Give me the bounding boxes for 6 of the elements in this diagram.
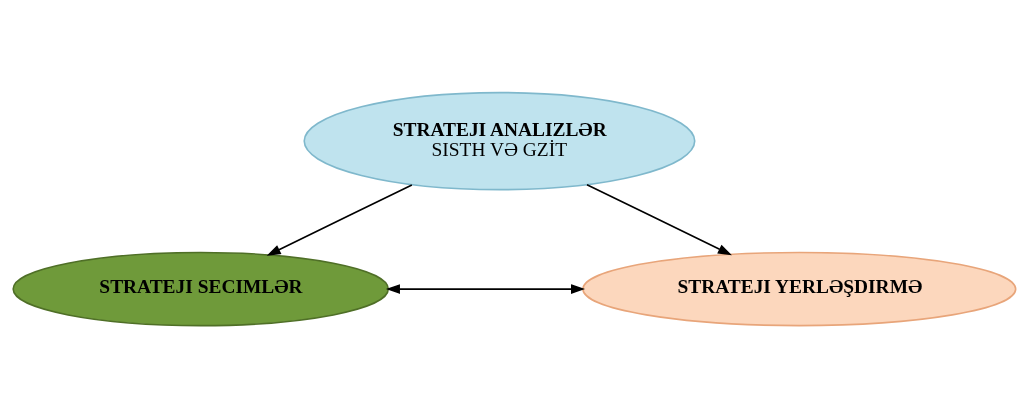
node-ellipse: STRATEJI ANALIZLƏR SISTH VƏ GZİT <box>303 91 696 191</box>
arrow <box>266 184 413 256</box>
node-ellipse: STRATEJI YERLƏŞDIRMƏ <box>582 251 1017 327</box>
node-ellipse: STRATEJI SECIMLƏR <box>12 251 390 327</box>
arrow <box>586 183 732 256</box>
arrow <box>385 284 586 294</box>
